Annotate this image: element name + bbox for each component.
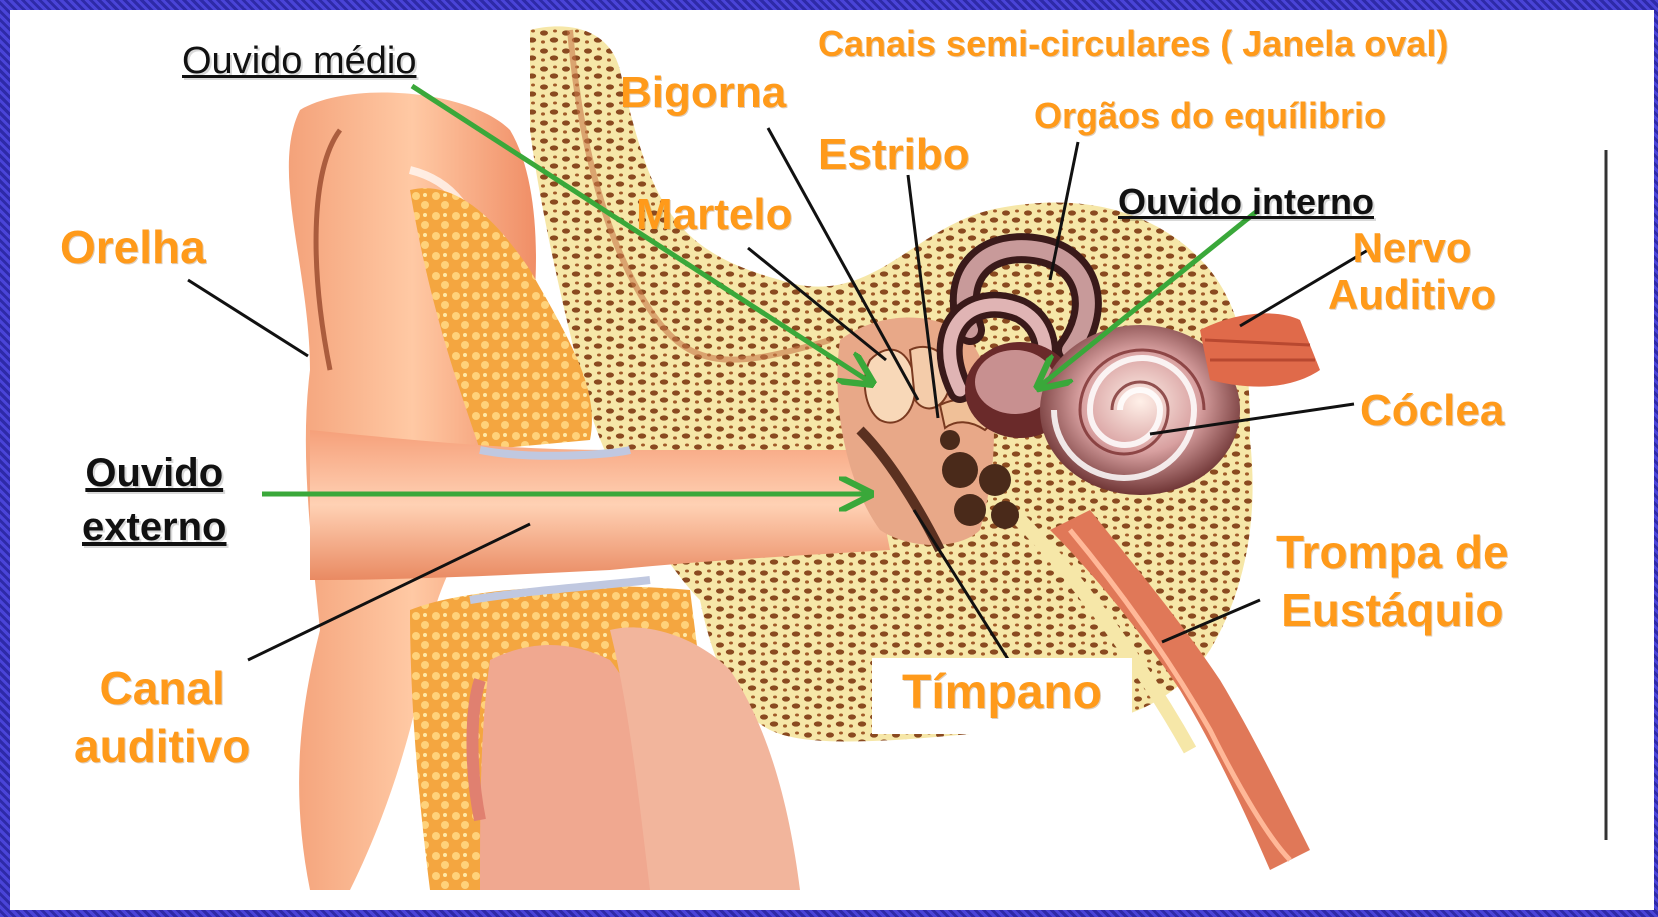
label-coclea: Cóclea bbox=[1360, 386, 1504, 435]
label-orelha: Orelha bbox=[60, 222, 206, 274]
label-bigorna: Bigorna bbox=[620, 68, 786, 117]
label-canais: Canais semi-circulares ( Janela oval) bbox=[818, 24, 1448, 64]
label-martelo: Martelo bbox=[636, 190, 792, 239]
label-orgaos: Orgãos do equílibrio bbox=[1034, 96, 1386, 136]
label-canal-auditivo: Canal auditivo bbox=[74, 660, 250, 775]
label-ouvido-externo: Ouvido externo bbox=[82, 446, 227, 554]
label-ouvido-medio: Ouvido médio bbox=[176, 40, 422, 83]
leader-orelha bbox=[188, 280, 308, 356]
diagram-canvas: Ouvido médio Bigorna Canais semi-circula… bbox=[10, 10, 1654, 910]
label-ouvido-interno: Ouvido interno bbox=[1118, 182, 1374, 222]
label-timpano: Tímpano bbox=[872, 658, 1132, 734]
label-nervo-auditivo: Nervo Auditivo bbox=[1328, 224, 1496, 318]
label-estribo: Estribo bbox=[818, 130, 970, 179]
label-trompa: Trompa de Eustáquio bbox=[1276, 524, 1509, 639]
